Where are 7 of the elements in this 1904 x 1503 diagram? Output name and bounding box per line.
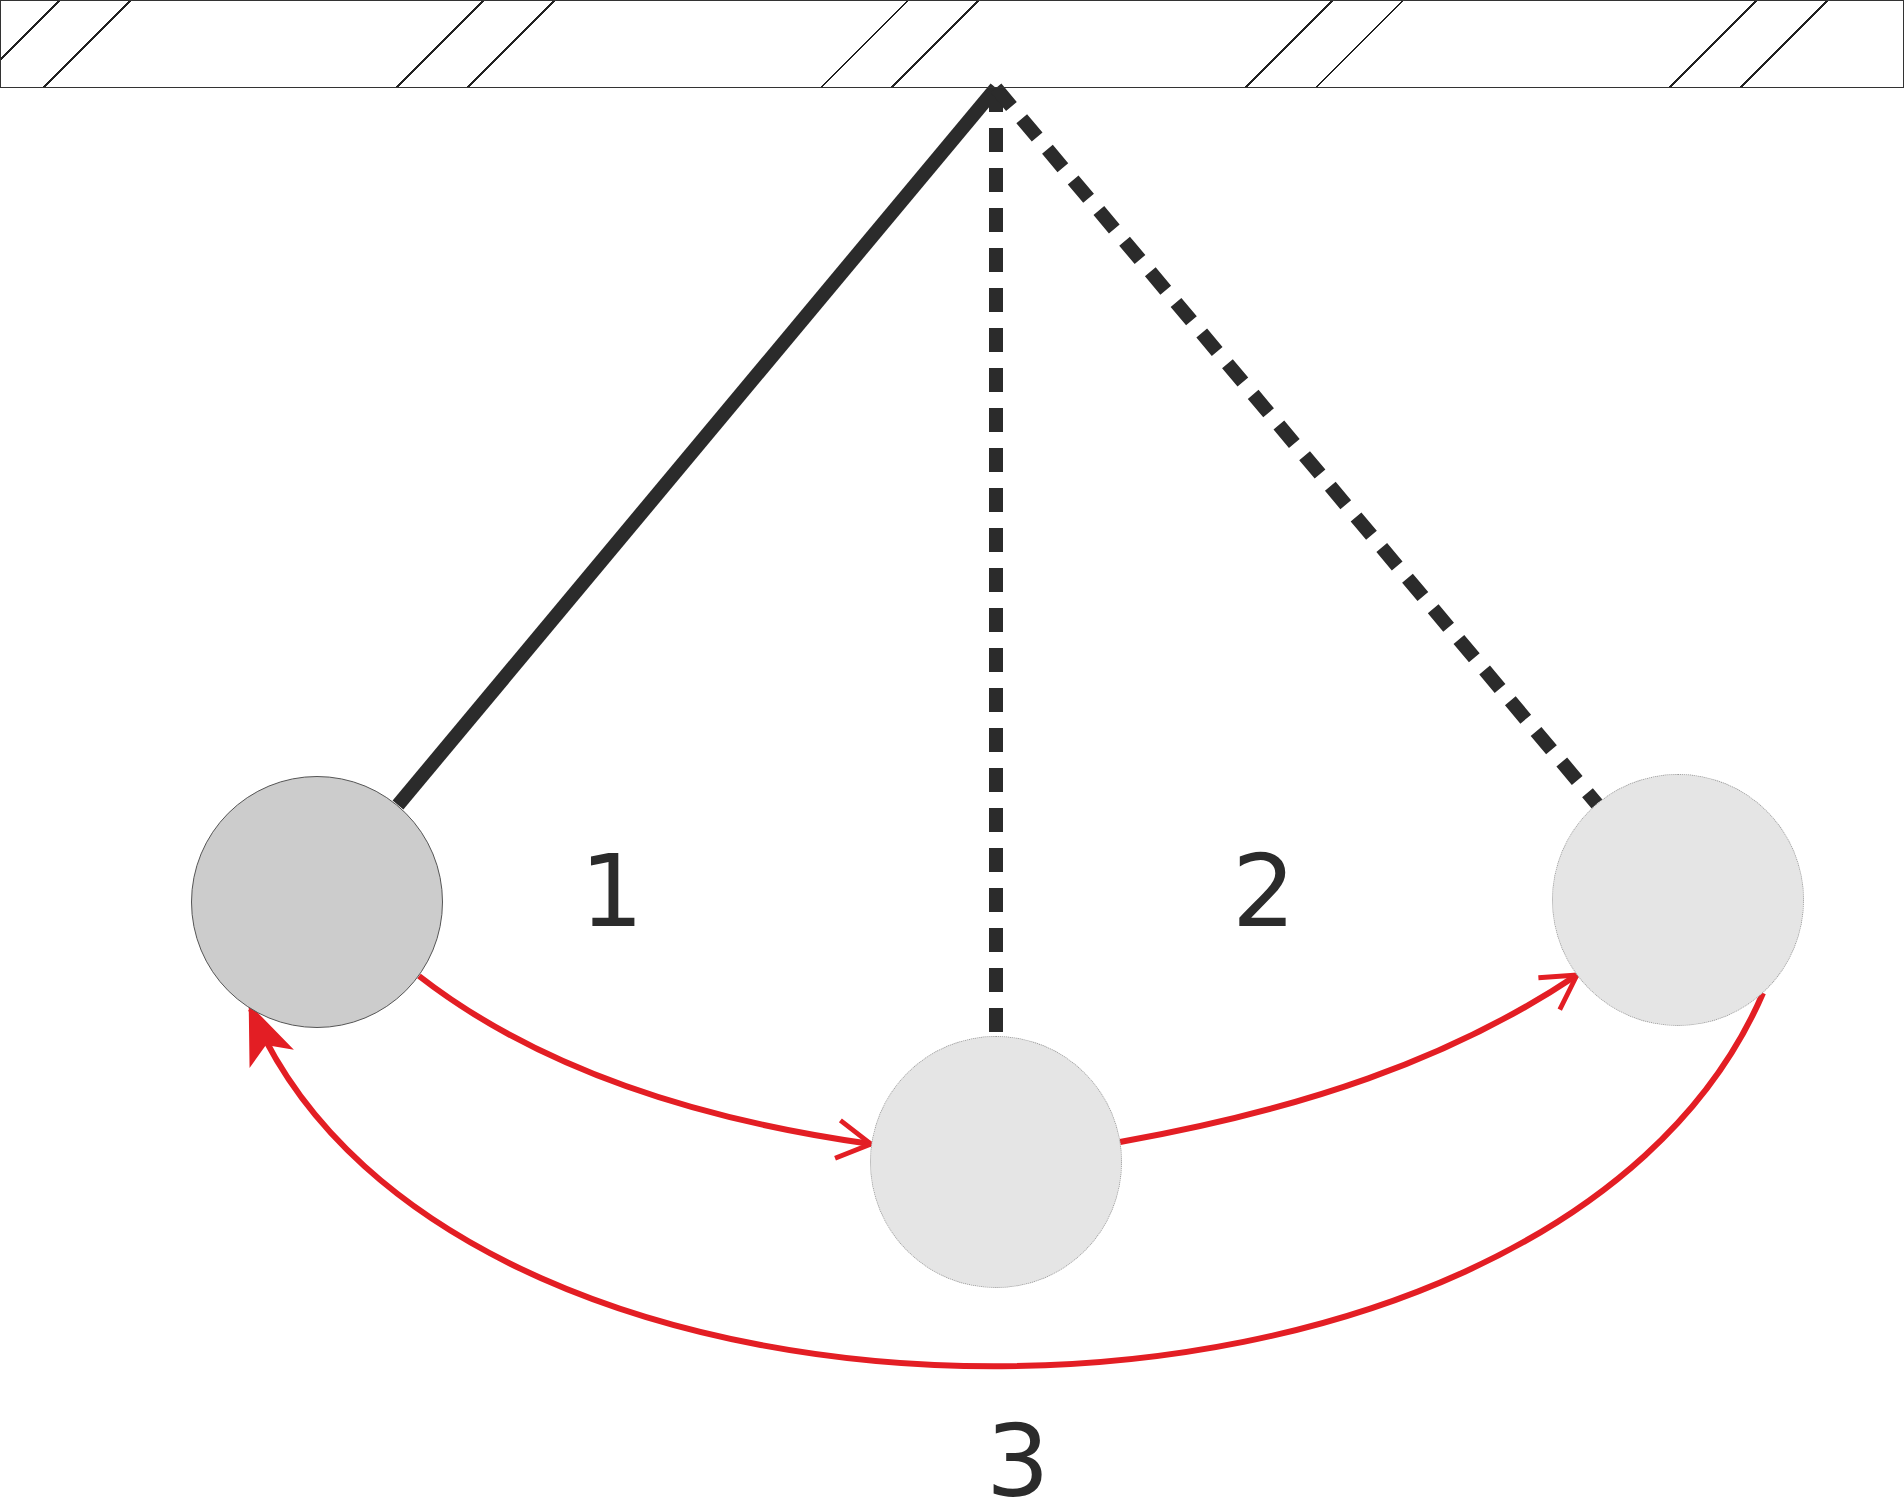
motion-arrow [417,973,874,1161]
motion-arrow [247,991,1766,1370]
edge-label: 3 [986,1412,1050,1503]
hatched-ceiling [0,0,1904,88]
edge-label: 1 [580,842,644,942]
edge-label: 2 [1232,842,1296,942]
motion-arrow [1119,972,1580,1145]
